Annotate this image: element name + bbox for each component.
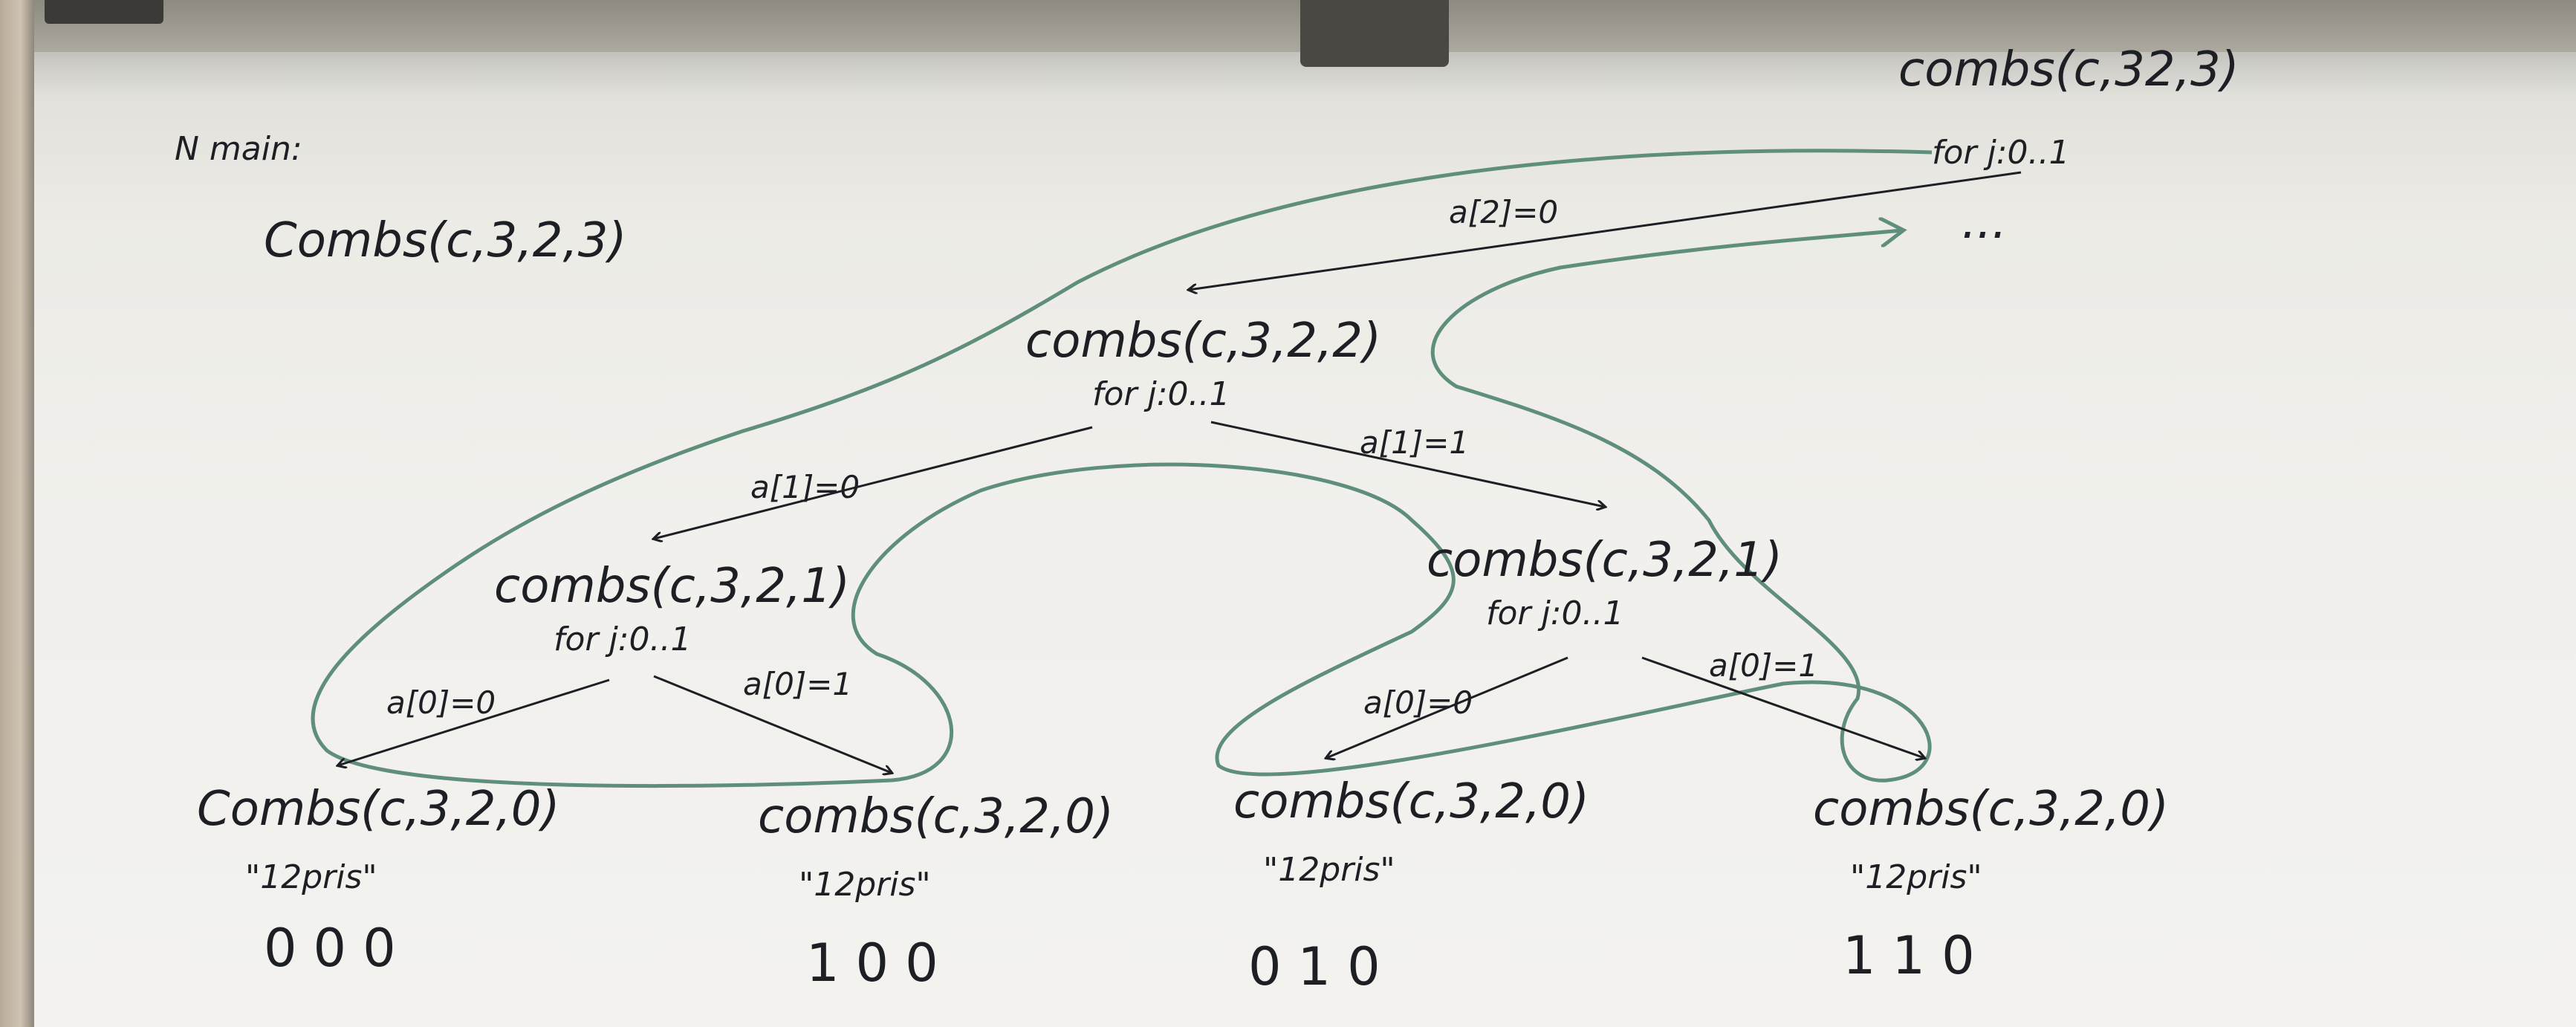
edge-label-level2b-right: a[0]=1 xyxy=(1709,647,1818,684)
board-clip xyxy=(1300,0,1449,67)
level2a-loop: for j:0..1 xyxy=(554,621,692,658)
edge-level1-left xyxy=(654,426,1093,539)
root-call: combs(c,32,3) xyxy=(1898,42,2239,97)
root-loop: for j:0..1 xyxy=(1932,134,2070,172)
leaf-3-note: "12pris" xyxy=(1263,851,1395,889)
leaf-2-call: combs(c,3,2,0) xyxy=(758,789,1114,844)
main-label: N main: xyxy=(175,130,302,168)
level2b-loop: for j:0..1 xyxy=(1486,595,1624,632)
edge-level2a-left xyxy=(338,678,610,765)
board-clip xyxy=(45,0,163,24)
leaf-1-bits: 000 xyxy=(264,918,412,979)
leaf-1-call: Combs(c,3,2,0) xyxy=(197,782,559,837)
leaf-3-call: combs(c,3,2,0) xyxy=(1233,774,1589,829)
root-continuation: ... xyxy=(1962,195,2007,250)
edge-level2a-right xyxy=(653,675,892,773)
edge-level1-right xyxy=(1210,421,1605,507)
level2a-call: combs(c,3,2,1) xyxy=(494,559,850,614)
level1-call: combs(c,3,2,2) xyxy=(1025,314,1381,369)
edge-label-level1-left: a[1]=0 xyxy=(750,469,860,505)
edge-level2b-right xyxy=(1641,656,1924,758)
edge-label-root: a[2]=0 xyxy=(1449,194,1558,230)
leaf-4-note: "12pris" xyxy=(1850,858,1982,896)
leaf-4-bits: 110 xyxy=(1843,925,1991,986)
edge-root-to-level1 xyxy=(1189,171,2022,290)
leaf-2-bits: 100 xyxy=(806,933,955,994)
leaf-3-bits: 010 xyxy=(1248,936,1397,997)
edge-level2b-left xyxy=(1326,656,1568,758)
edge-label-level1-right: a[1]=1 xyxy=(1360,424,1469,461)
leaf-4-call: combs(c,3,2,0) xyxy=(1813,782,2169,837)
main-call: Combs(c,3,2,3) xyxy=(264,213,626,268)
edge-label-level2a-right: a[0]=1 xyxy=(743,666,852,702)
board-frame-left xyxy=(0,0,34,1027)
edge-label-level2b-left: a[0]=0 xyxy=(1363,684,1473,721)
leaf-1-note: "12pris" xyxy=(245,858,377,896)
execution-trace-path xyxy=(311,149,1933,788)
level2b-call: combs(c,3,2,1) xyxy=(1427,533,1782,588)
edge-label-level2a-left: a[0]=0 xyxy=(386,684,496,721)
level1-loop: for j:0..1 xyxy=(1092,375,1230,413)
leaf-2-note: "12pris" xyxy=(799,866,931,904)
